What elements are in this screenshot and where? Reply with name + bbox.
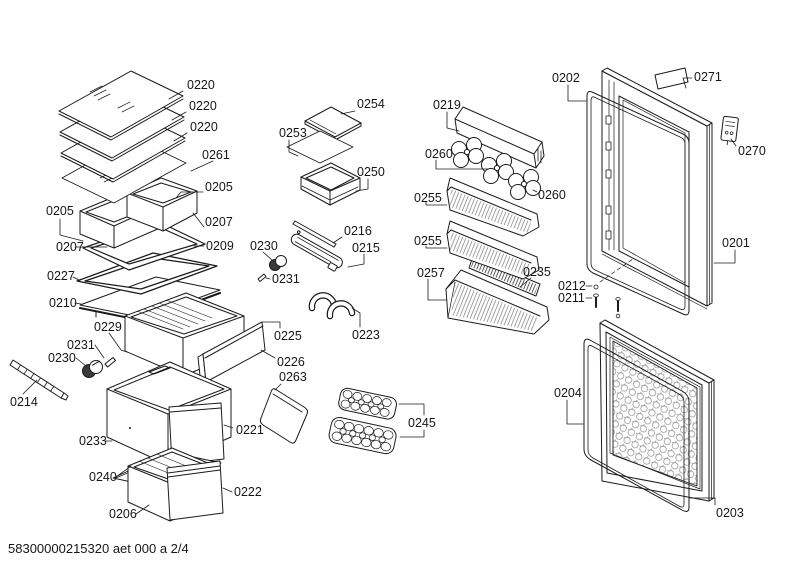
- part-0204-gasket-drawing: [583, 338, 690, 512]
- part-label-0214: 0214: [10, 395, 38, 409]
- part-label-0255-bottom: 0255: [414, 234, 442, 248]
- part-label-0271: 0271: [694, 70, 722, 84]
- part-label-0255-top: 0255: [414, 191, 442, 205]
- part-label-0230-right: 0230: [250, 239, 278, 253]
- part-0223-clips-drawing: [308, 292, 356, 320]
- part-0214-rail-drawing: [9, 359, 69, 401]
- part-screw-extra-drawing: [599, 258, 634, 319]
- part-label-0230-left: 0230: [48, 351, 76, 365]
- part-label-0219: 0219: [433, 98, 461, 112]
- part-label-0215: 0215: [352, 241, 380, 255]
- part-label-0229: 0229: [94, 320, 122, 334]
- part-label-0205-left: 0205: [46, 204, 74, 218]
- part-label-0202: 0202: [552, 71, 580, 85]
- part-0203-door-drawing: [599, 319, 715, 502]
- part-0231-pin-right-drawing: [257, 273, 267, 282]
- part-0212-screw-drawing: [593, 284, 599, 290]
- part-label-0206: 0206: [109, 507, 137, 521]
- part-label-0270: 0270: [738, 144, 766, 158]
- part-0263-glass-drawing: [259, 388, 309, 444]
- part-label-0240: 0240: [89, 470, 117, 484]
- part-0260-clover-1-drawing: [451, 137, 484, 168]
- part-0245-egg-tray-1-drawing: [338, 387, 397, 420]
- part-label-0225: 0225: [274, 329, 302, 343]
- part-label-0210: 0210: [49, 296, 77, 310]
- part-0230-roller-left-drawing: [82, 360, 103, 378]
- part-label-0260-left: 0260: [425, 147, 453, 161]
- part-label-0263: 0263: [279, 370, 307, 384]
- part-label-0201: 0201: [722, 236, 750, 250]
- part-label-0220-2: 0220: [189, 99, 217, 113]
- part-0250-tray-drawing: [300, 162, 361, 206]
- part-0222-panel-drawing: [166, 460, 224, 521]
- part-label-0203: 0203: [716, 506, 744, 520]
- part-label-0207-right: 0207: [205, 215, 233, 229]
- part-0230-roller-right-drawing: [269, 255, 287, 271]
- part-label-0207-left: 0207: [56, 240, 84, 254]
- part-label-0223: 0223: [352, 328, 380, 342]
- part-0260-clover-3-drawing: [508, 169, 541, 200]
- part-0220-shelf-1-drawing: [58, 70, 184, 141]
- part-label-0220-1: 0220: [187, 78, 215, 92]
- part-0255-bin-2-drawing: [446, 220, 540, 280]
- part-label-0226: 0226: [277, 355, 305, 369]
- part-label-0205-right: 0205: [205, 180, 233, 194]
- part-label-0227: 0227: [47, 269, 75, 283]
- part-label-0221: 0221: [236, 423, 264, 437]
- part-0231-pin-left-drawing: [104, 357, 116, 368]
- part-label-0260-right: 0260: [538, 188, 566, 202]
- part-label-0231-left: 0231: [67, 338, 95, 352]
- part-label-0209: 0209: [206, 239, 234, 253]
- part-0254-cover-drawing: [304, 106, 362, 141]
- part-label-0245: 0245: [408, 416, 436, 430]
- part-label-0254: 0254: [357, 97, 385, 111]
- part-0201-door-drawing: [601, 67, 713, 310]
- part-label-0250: 0250: [357, 165, 385, 179]
- part-0270-module-drawing: [720, 115, 739, 146]
- part-label-0216: 0216: [344, 224, 372, 238]
- part-0271-nameplate-drawing: [654, 67, 689, 90]
- leader-lines: [22, 77, 737, 515]
- part-0215-support-drawing: [290, 230, 343, 272]
- part-0221-panel-drawing: [168, 402, 225, 466]
- part-label-0257: 0257: [417, 266, 445, 280]
- document-number: 58300000215320 aet 000 a 2/4: [8, 541, 189, 556]
- part-label-0212: 0212: [558, 279, 586, 293]
- part-label-0231-right: 0231: [272, 272, 300, 286]
- part-label-0222: 0222: [234, 485, 262, 499]
- part-0211-screw-drawing: [593, 293, 599, 308]
- part-label-0235: 0235: [523, 265, 551, 279]
- part-label-0204: 0204: [554, 386, 582, 400]
- part-label-0253: 0253: [279, 126, 307, 140]
- part-label-0233: 0233: [79, 434, 107, 448]
- part-0257-bin-drawing: [445, 269, 550, 335]
- part-0202-gasket-drawing: [586, 91, 690, 316]
- part-0216-rail-drawing: [292, 220, 337, 248]
- part-0245-egg-tray-2-drawing: [328, 416, 397, 455]
- part-label-0261: 0261: [202, 148, 230, 162]
- part-0255-bin-1-drawing: [446, 177, 540, 237]
- part-label-0220-3: 0220: [190, 120, 218, 134]
- part-0219-box-drawing: [454, 106, 545, 169]
- part-0253-glass-drawing: [286, 130, 354, 164]
- part-label-0211: 0211: [558, 291, 585, 305]
